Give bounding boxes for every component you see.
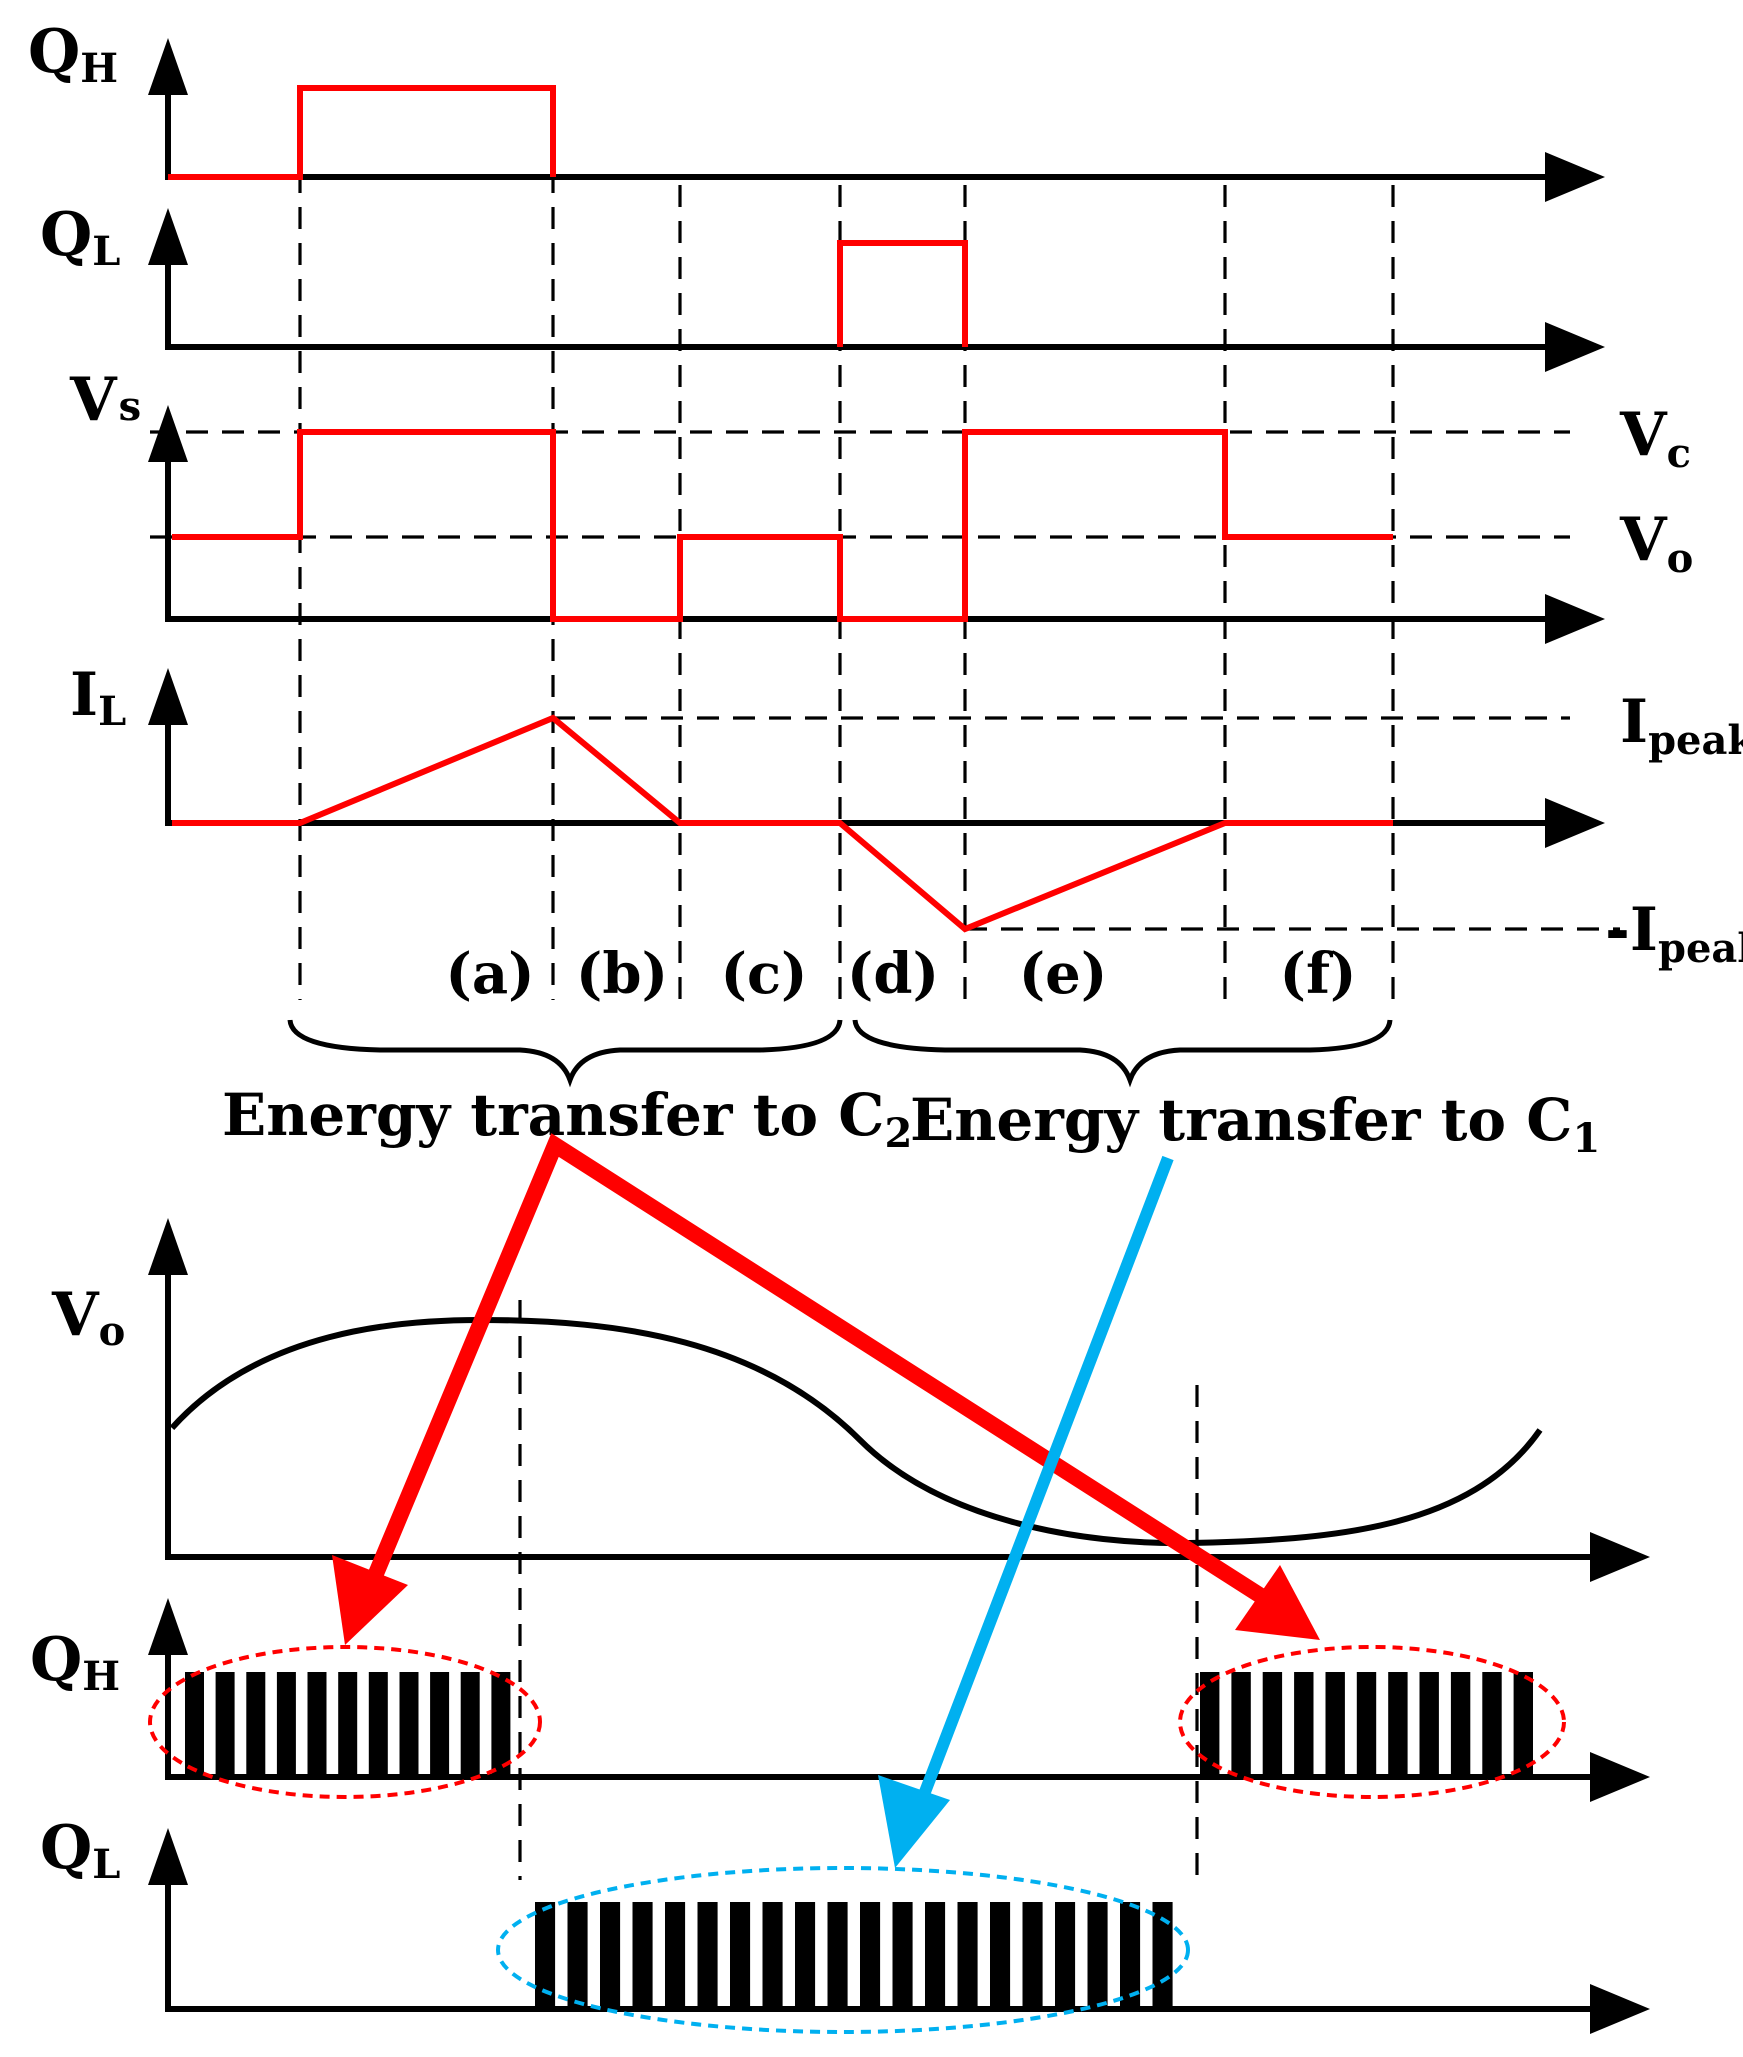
interval-c: (c): [720, 941, 807, 1007]
il-waveform: [172, 714, 1393, 933]
pwm-pulse: [246, 1672, 266, 1777]
pwm-pulse: [1450, 1672, 1471, 1777]
pwm-pulse: [1120, 1902, 1141, 2009]
vs-axis: [148, 405, 1605, 644]
vo-level-label: Vo: [1619, 505, 1693, 582]
qh-ellipse-left: [148, 1645, 542, 1799]
pwm-pulse: [600, 1902, 621, 2009]
brace-c1: [852, 1019, 1393, 1088]
interval-d: (d): [847, 941, 939, 1007]
red-arrowhead-right: [1235, 1565, 1320, 1640]
pwm-pulse: [1152, 1902, 1173, 2009]
vo-axis-label: Vo: [51, 1280, 125, 1355]
ql-label: QL: [40, 200, 120, 275]
ql-axis: [148, 208, 1605, 372]
interval-b: (b): [576, 941, 668, 1007]
blue-arrow: [878, 1155, 1174, 1868]
pwm-pulse: [1325, 1672, 1345, 1777]
pwm-pulse: [1087, 1902, 1108, 2009]
pwm-pulse: [697, 1902, 718, 2009]
pwm-pulse: [632, 1902, 653, 2009]
vs-label: Vs: [69, 365, 141, 435]
pwm-pulse: [307, 1672, 327, 1777]
reference-dashed-lines: [150, 430, 1620, 931]
pwm-pulse: [730, 1902, 751, 2009]
pwm-pulse: [827, 1902, 848, 2009]
ipeak-label: Ipeak: [1620, 687, 1743, 764]
qh-waveform: [168, 85, 556, 180]
ql-pulse-train: [535, 1902, 1173, 2009]
red-arrowhead-left: [332, 1555, 408, 1645]
brace-c2: [287, 1019, 843, 1088]
qh-pulse-train-left: [185, 1672, 511, 1777]
qh-ellipse-right: [1178, 1645, 1566, 1799]
ql-bottom-label: QL: [40, 1813, 120, 1888]
pwm-pulse: [276, 1672, 296, 1777]
interval-e: (e): [1019, 941, 1108, 1007]
pwm-pulse: [1482, 1672, 1502, 1777]
interval-labels: (a) (b) (c) (d) (e) (f): [445, 941, 1356, 1007]
pwm-pulse: [795, 1902, 816, 2009]
qh-bottom-label: QH: [30, 1625, 120, 1700]
qh-axis: [148, 38, 1605, 202]
vs-waveform: [172, 429, 1393, 622]
vc-label: Vc: [1619, 400, 1691, 477]
vo-axis: [148, 1218, 1650, 1582]
pwm-pulse: [1055, 1902, 1076, 2009]
timing-dashed-lines: [298, 135, 1395, 1000]
red-arrows: [332, 1133, 1320, 1645]
qh-pulse-train-right: [1200, 1672, 1533, 1777]
pwm-pulse: [1022, 1902, 1043, 2009]
pwm-pulse: [762, 1902, 783, 2009]
ql-bottom-axis: [148, 1828, 1650, 2034]
neg-ipeak-label: -Ipeak: [1605, 895, 1743, 972]
interval-f: (f): [1279, 941, 1356, 1007]
pwm-pulse: [925, 1902, 946, 2009]
pwm-pulse: [1388, 1672, 1408, 1777]
pwm-pulse: [460, 1672, 480, 1777]
ql-ellipse: [496, 1866, 1190, 2034]
pwm-pulse: [1262, 1672, 1283, 1777]
qh-label: QH: [28, 17, 118, 92]
interval-a: (a): [445, 941, 534, 1007]
pwm-pulse: [1231, 1672, 1251, 1777]
pwm-pulse: [1200, 1672, 1220, 1777]
pwm-pulse: [491, 1672, 511, 1777]
pwm-pulse: [1356, 1672, 1377, 1777]
pwm-pulse: [1513, 1672, 1533, 1777]
pwm-pulse: [1419, 1672, 1439, 1777]
pwm-pulse: [990, 1902, 1011, 2009]
bottom-dashed-lines: [518, 1300, 1199, 1880]
pwm-pulse: [567, 1902, 588, 2009]
pwm-pulse: [215, 1672, 235, 1777]
pwm-pulse: [1294, 1672, 1314, 1777]
pwm-pulse: [185, 1672, 204, 1777]
pwm-pulse: [860, 1902, 881, 2009]
pwm-pulse: [368, 1672, 388, 1777]
pwm-pulse: [665, 1902, 686, 2009]
pwm-pulse: [399, 1672, 419, 1777]
il-label: IL: [70, 660, 126, 735]
pwm-pulse: [535, 1902, 556, 2009]
ql-waveform: [837, 240, 968, 347]
vo-curve: [169, 1316, 1543, 1547]
pwm-pulse: [892, 1902, 913, 2009]
pwm-pulse: [957, 1902, 978, 2009]
pwm-pulse: [338, 1672, 358, 1777]
energy-transfer-c1-label: Energy transfer to C1: [910, 1086, 1600, 1162]
pwm-pulse: [430, 1672, 450, 1777]
red-arrow-path: [357, 1133, 1288, 1617]
blue-arrowhead: [878, 1775, 950, 1868]
